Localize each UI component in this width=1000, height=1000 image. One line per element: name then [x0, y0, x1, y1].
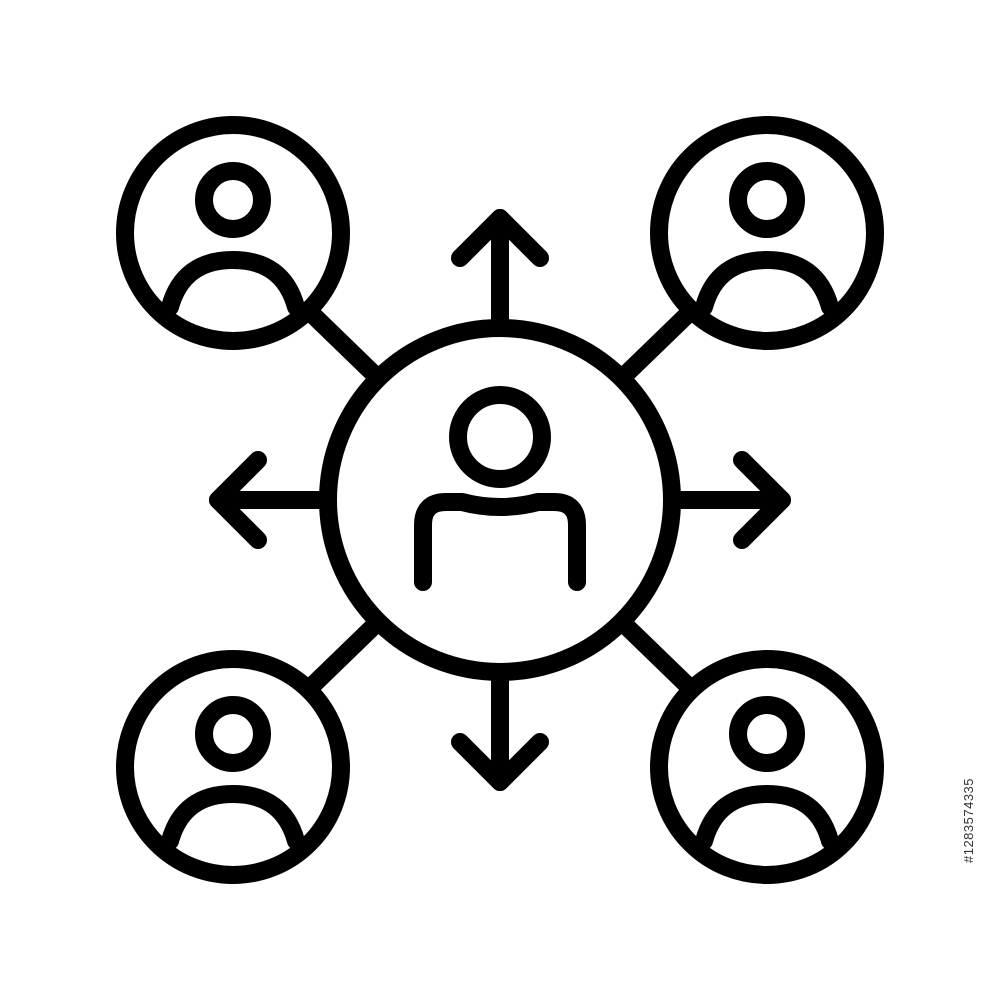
center-person-icon: [319, 319, 681, 681]
person-top-left-icon: [116, 116, 350, 350]
stock-image-id: #1283574335: [954, 700, 984, 940]
arrow-down-icon: [451, 671, 549, 791]
connector-bottom-right: [613, 613, 696, 694]
person-bottom-right-icon: [650, 650, 884, 884]
connector-top-left: [304, 306, 387, 387]
arrow-right-icon: [671, 451, 791, 549]
connector-top-right: [613, 306, 696, 387]
person-top-right-icon: [650, 116, 884, 350]
person-bottom-left-icon: [116, 650, 350, 884]
stock-image-id-text: #1283574335: [961, 777, 977, 863]
arrow-left-icon: [209, 451, 329, 549]
connector-bottom-left: [304, 613, 387, 694]
arrow-up-icon: [451, 209, 549, 329]
